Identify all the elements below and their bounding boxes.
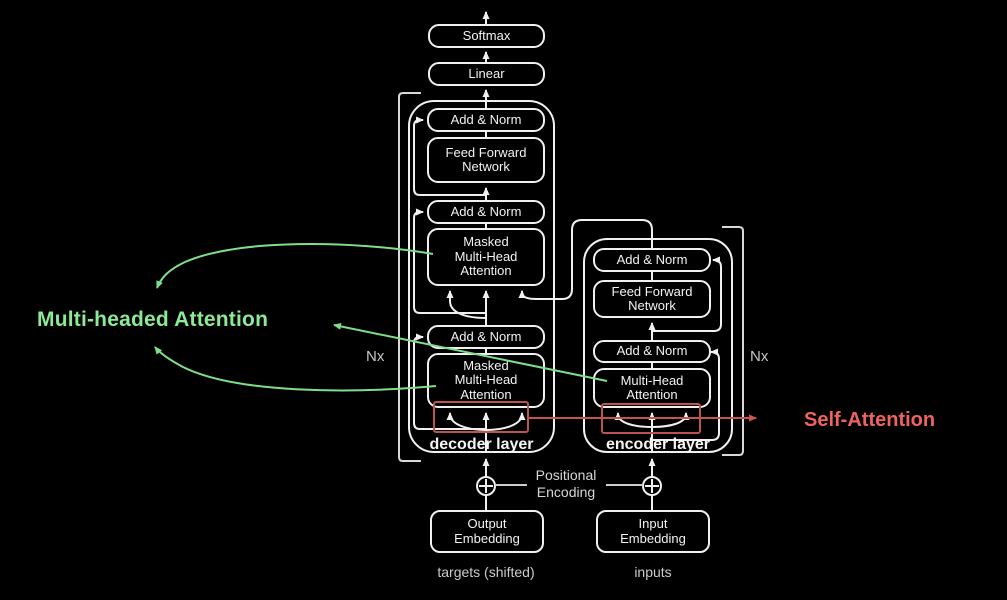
encoder-add-norm-1-box: Add & Norm <box>593 248 711 272</box>
softmax-box: Softmax <box>428 24 545 48</box>
linear-box: Linear <box>428 62 545 86</box>
circled-plus-icon <box>476 476 496 496</box>
decoder-add-norm-2-box: Add & Norm <box>427 200 545 224</box>
input-embedding-box: Input Embedding <box>596 510 710 553</box>
encoder-add-norm-2-box: Add & Norm <box>593 340 711 363</box>
decoder-layer-label: decoder layer <box>429 436 534 453</box>
output-embedding-box: Output Embedding <box>430 510 544 553</box>
encoder-mha-box: Multi-Head Attention <box>593 368 711 408</box>
circled-plus-icon <box>642 476 662 496</box>
encoder-feed-forward-box: Feed Forward Network <box>593 280 711 318</box>
inputs-label: inputs <box>634 564 672 580</box>
encoder-layer-label: encoder layer <box>605 436 711 453</box>
decoder-nx-label: Nx <box>366 348 385 365</box>
arrow-from-decoder-mha-2 <box>154 346 437 392</box>
arrow-from-decoder-mha-1 <box>156 243 434 289</box>
decoder-feed-forward-box: Feed Forward Network <box>427 137 545 183</box>
encoder-nx-label: Nx <box>750 348 769 365</box>
decoder-masked-mha-1-box: Masked Multi-Head Attention <box>427 228 545 286</box>
decoder-add-norm-1-box: Add & Norm <box>427 108 545 132</box>
decoder-masked-mha-2-box: Masked Multi-Head Attention <box>427 353 545 408</box>
positional-encoding-label: Positional Encoding <box>535 467 597 500</box>
decoder-add-norm-3-box: Add & Norm <box>427 325 545 349</box>
self-attention-annotation: Self-Attention <box>804 409 936 431</box>
multi-headed-attention-annotation: Multi-headed Attention <box>37 308 269 331</box>
targets-label: targets (shifted) <box>437 564 535 580</box>
